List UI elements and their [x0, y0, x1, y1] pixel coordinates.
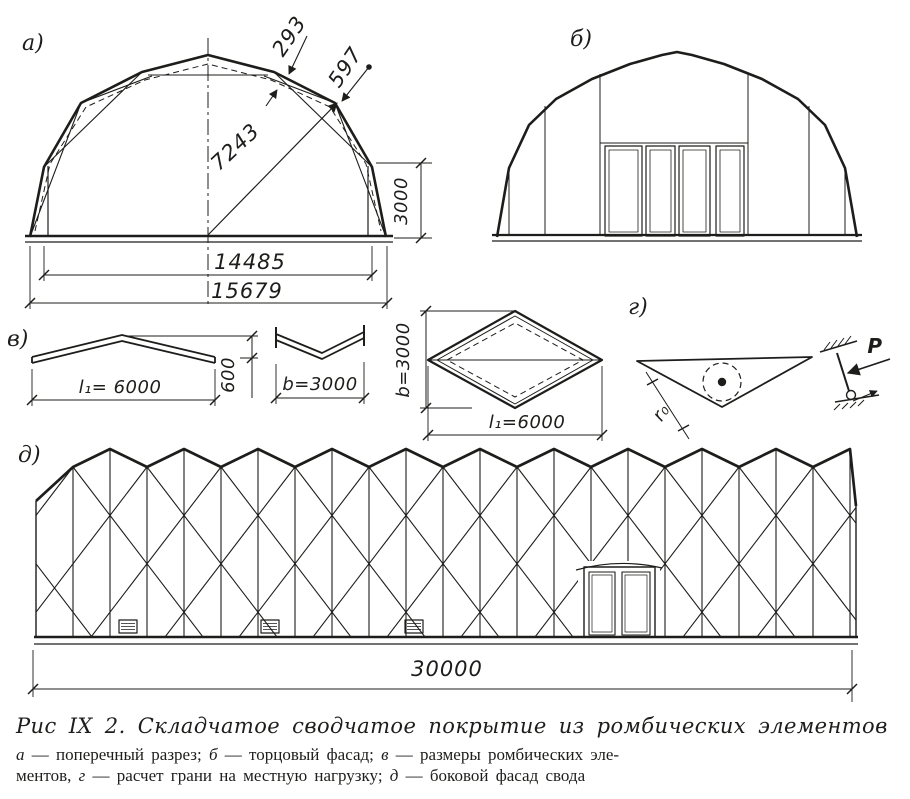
- support-scheme: P: [819, 334, 891, 411]
- legend-text: — боковой фасад свода: [398, 765, 586, 785]
- figure-drawing: а) 7243 293 597 3000: [7, 12, 891, 702]
- dim-element-rise: 600: [218, 357, 239, 393]
- figure-caption-title: Рис IX 2. Складчатое сводчатое покрытие …: [16, 714, 888, 738]
- panel-d-label: д): [18, 443, 41, 468]
- panel-g-local-load: г) r₀ P: [628, 295, 891, 440]
- panel-g-label: г): [628, 295, 648, 320]
- legend-text: — размеры ромбических эле- ментов,: [16, 745, 620, 785]
- figure-caption-legend: а — поперечный разрез; б — торцовый фаса…: [16, 745, 898, 786]
- legend-text: — торцовый фасад;: [217, 745, 382, 764]
- legend-key: а: [16, 745, 25, 764]
- legend-key: б: [208, 745, 218, 764]
- panel-v-element-sizes: в) l₁= 6000 600 b=3000: [7, 325, 370, 406]
- dim-element-width: b=3000: [282, 374, 357, 395]
- panel-a-label: а): [22, 31, 44, 56]
- panel-b-label: б): [570, 27, 592, 52]
- panel-d-side-facade: д) 30000: [18, 443, 858, 702]
- legend-key: г: [78, 765, 86, 785]
- dim-span-inner: 14485: [214, 250, 286, 274]
- figure-caption: Рис IX 2. Складчатое сводчатое покрытие …: [16, 714, 898, 786]
- dim-arc-radius: 7243: [206, 119, 264, 176]
- dim-fold-depth: 293: [267, 12, 311, 61]
- dim-wall-height: 3000: [391, 177, 412, 225]
- legend-key: д: [389, 765, 399, 785]
- side-facade-vents: [118, 619, 424, 634]
- panel-b-end-facade: б): [492, 27, 862, 242]
- load-circle: [702, 362, 742, 402]
- dim-element-length: l₁= 6000: [79, 377, 162, 398]
- dim-rhombus-width: b=3000: [393, 322, 414, 397]
- rhombus-plan: b=3000 l₁=6000: [393, 305, 608, 441]
- legend-text: — поперечный разрез;: [24, 745, 209, 764]
- legend-key: в: [381, 745, 389, 764]
- legend-text: — расчет грани на местную нагрузку;: [85, 765, 390, 785]
- load-point: [717, 377, 727, 387]
- panel-a-cross-section: а) 7243 293 597 3000: [22, 12, 432, 309]
- dim-fold-width: 597: [323, 43, 367, 92]
- dim-load-force: P: [867, 334, 882, 358]
- dim-facade-length: 30000: [411, 657, 483, 681]
- side-facade-lattice: [35, 449, 857, 638]
- end-facade-doors: [604, 145, 745, 237]
- panel-v-label: в): [7, 327, 28, 352]
- dim-span-outer: 15679: [211, 279, 283, 303]
- dim-core-radius: r₀: [648, 400, 674, 425]
- dim-rhombus-length: l₁=6000: [489, 412, 566, 433]
- side-facade-door: [575, 561, 663, 638]
